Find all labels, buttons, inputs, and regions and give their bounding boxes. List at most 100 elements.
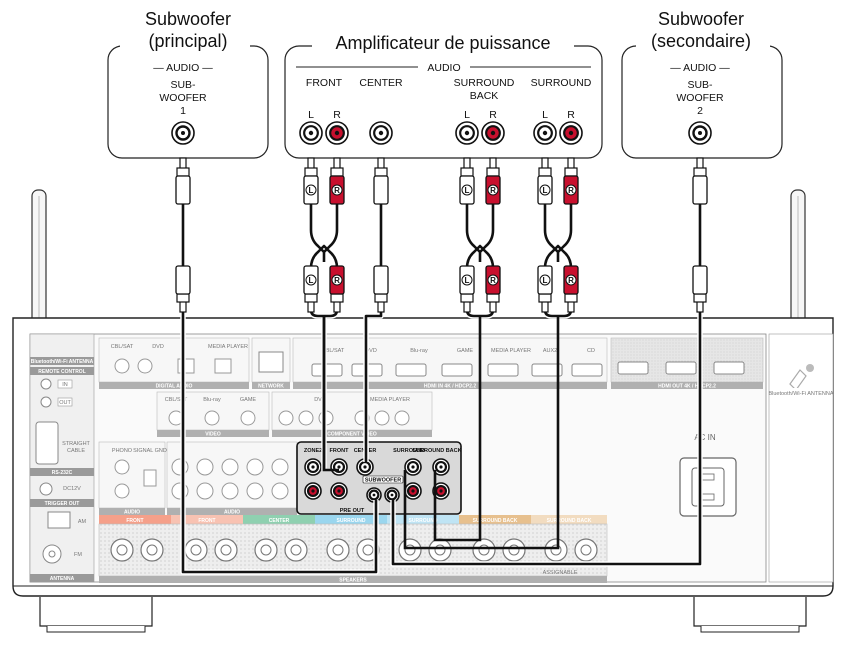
pre-out-zone2-label: ZONE2 (304, 448, 322, 454)
subwoofer-principal-jack-line3: 1 (180, 105, 186, 117)
subwoofer-principal-title-1: Subwoofer (145, 9, 231, 29)
amp-front-label: FRONT (306, 77, 343, 89)
plug-front-r-top: R (329, 157, 345, 205)
audio-in-r-jack-4 (246, 482, 264, 500)
subwoofer-secondary-title-1: Subwoofer (658, 9, 744, 29)
panel-antenna-label: Bluetooth/Wi-Fi ANTENNA (31, 359, 94, 365)
svg-text:R: R (334, 276, 340, 285)
amp-surround-back-label-1: SURROUND (454, 77, 515, 89)
subwoofer-secondary-jack-line3: 2 (697, 105, 703, 117)
hdmi-in-port-4 (441, 363, 473, 377)
component-jack-1 (278, 410, 294, 426)
cables (180, 200, 703, 575)
audio-in-r-jack-5 (271, 482, 289, 500)
panel-media-player-label: MEDIA PLAYER (208, 344, 248, 350)
amp-surround-label: SURROUND (531, 77, 592, 89)
svg-text:R: R (490, 186, 496, 195)
cable-surround (543, 200, 573, 318)
subwoofer-principal-jack-line1: SUB- (170, 79, 196, 91)
audio-in-l-jack-5 (271, 458, 289, 476)
panel-straight-label: STRAIGHT (62, 441, 90, 447)
preout-zone2-l-jack (304, 458, 322, 476)
amp-center-label: CENTER (359, 77, 403, 89)
panel-component-label: COMPONENT VIDEO (327, 432, 377, 438)
power-amplifier-audio-label: AUDIO (427, 62, 460, 74)
audio-in-l-jack-2 (196, 458, 214, 476)
speaker-terminals (110, 538, 598, 562)
audio-in-r-jack-2 (196, 482, 214, 500)
preout-front-l-jack (330, 458, 348, 476)
plug-sb-l-top: L (459, 157, 475, 205)
plug-sb-r-top: R (485, 157, 501, 205)
panel-rs232c-label: RS-232C (52, 470, 73, 476)
subwoofer-secondary-jack-line1: SUB- (687, 79, 713, 91)
preout-subwoofer2-jack (384, 487, 400, 503)
subwoofer-secondary-box: Subwoofer (secondaire) — AUDIO — SUB- WO… (621, 9, 783, 159)
panel-signal-gnd-label: SIGNAL GND (133, 448, 167, 454)
subwoofer-principal-audio-label: — AUDIO — (153, 62, 213, 74)
plug-sur-l-top: L (537, 157, 553, 205)
audio-in-r-jack-3 (221, 482, 239, 500)
preout-center-jack (356, 458, 374, 476)
amp-sb-l-jack (455, 121, 479, 145)
plug-sub2-mid (692, 265, 708, 313)
plug-sub1-mid (175, 265, 191, 313)
pre-out-surround-back-label: SURROUND BACK (412, 448, 461, 454)
amp-surround-l-jack (533, 121, 557, 145)
subwoofer-principal-box: Subwoofer (principal) — AUDIO — SUB- WOO… (107, 9, 269, 159)
audio-in-l-jack-4 (246, 458, 264, 476)
subwoofer-principal-title-2: (principal) (148, 31, 227, 51)
sp-surround-label: SURROUND (337, 518, 366, 524)
panel-audio-in-label-2: AUDIO (224, 510, 240, 516)
panel-video-label: VIDEO (205, 432, 221, 438)
amp-sb-l-label: L (464, 109, 470, 121)
panel-digital-audio-label: DIGITAL AUDIO (156, 384, 193, 390)
hdmi-in-7-label: CD (587, 348, 595, 354)
preout-zone2-r-jack (304, 482, 322, 500)
plug-sub2-top (692, 157, 708, 205)
svg-text:L: L (543, 186, 548, 195)
preout-surround-r-jack (404, 482, 422, 500)
power-amplifier-box: Amplificateur de puissance AUDIO FRONT C… (284, 33, 603, 159)
preout-subwoofer1-jack (366, 487, 382, 503)
plug-sur-l-mid: L (537, 265, 553, 313)
panel-speakers-label: SPEAKERS (339, 578, 367, 584)
hdmi-in-4-label: GAME (457, 348, 474, 354)
preout-surround-l-jack (404, 458, 422, 476)
amp-front-l-jack (299, 121, 323, 145)
panel-assignable-label: ASSIGNABLE (543, 570, 578, 576)
svg-text:L: L (309, 276, 314, 285)
plug-front-l-mid: L (303, 265, 319, 313)
hdmi-in-3-label: Blu-ray (410, 348, 428, 354)
panel-hdmi-out-label: HDMI OUT 4K / HDCP2.2 (658, 384, 716, 390)
panel-trigger-label: TRIGGER OUT (45, 501, 80, 507)
panel-ir-in-label: IN (62, 382, 68, 388)
hdmi-in-port-5 (487, 363, 519, 377)
cable-front (309, 200, 339, 470)
svg-text:R: R (568, 186, 574, 195)
amp-surround-r-label: R (567, 109, 575, 121)
sp-surround-back-label-2: SURROUND BACK (547, 518, 592, 524)
panel-hdmi-in-label: HDMI IN 4K / HDCP2.2 (424, 384, 476, 390)
panel-ir-out-label: OUT (59, 400, 71, 406)
amp-center-jack (369, 121, 393, 145)
hdmi-in-5-label: MEDIA PLAYER (491, 348, 531, 354)
svg-text:L: L (309, 186, 314, 195)
sp-front-label-2: FRONT (198, 518, 215, 524)
hdmi-in-port-6 (531, 363, 563, 377)
power-amplifier-title: Amplificateur de puissance (335, 33, 550, 53)
preout-sb-l-jack (432, 458, 450, 476)
plug-front-r-mid: R (329, 265, 345, 313)
audio-in-l-jack-3 (221, 458, 239, 476)
bt-antenna-label: Bluetooth/Wi-Fi ANTENNA (768, 391, 833, 397)
pre-out-label: PRE OUT (340, 508, 365, 514)
plug-center-mid (373, 265, 389, 313)
panel-phono-label: PHONO (112, 448, 133, 454)
plug-sur-r-top: R (563, 157, 579, 205)
panel-fm-label: FM (74, 552, 82, 558)
subwoofer-secondary-jack-line2: WOOFER (676, 92, 724, 104)
sp-center-label: CENTER (269, 518, 290, 524)
